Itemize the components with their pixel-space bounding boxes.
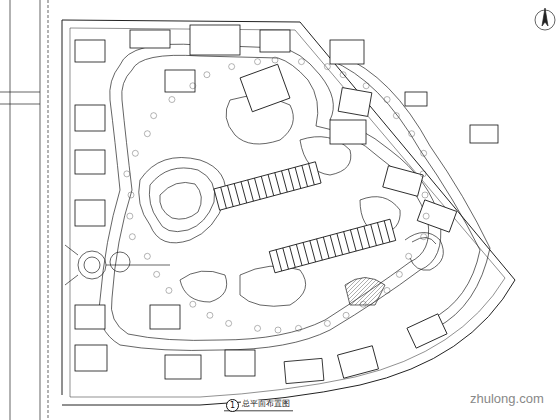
tree — [129, 234, 135, 240]
building — [75, 200, 105, 226]
road-edge — [10, 0, 11, 420]
building — [284, 358, 324, 383]
tree — [324, 64, 330, 70]
contour — [139, 158, 226, 243]
building — [417, 200, 456, 232]
tree — [340, 72, 346, 78]
plaza — [78, 251, 106, 279]
pond — [240, 266, 306, 306]
road-edge — [0, 92, 40, 93]
plaza — [84, 257, 100, 273]
building — [383, 166, 423, 197]
tree — [204, 72, 210, 78]
loop-road — [111, 55, 428, 340]
tree — [421, 150, 427, 156]
tree — [360, 301, 366, 307]
building — [330, 120, 366, 144]
tree — [128, 192, 134, 198]
road-edge — [40, 0, 41, 420]
tree — [154, 271, 160, 277]
contour — [160, 182, 202, 219]
contour — [149, 168, 214, 232]
tree — [384, 287, 390, 293]
building — [225, 350, 255, 376]
hatched-area — [345, 278, 385, 306]
building — [214, 162, 321, 210]
service-road — [330, 60, 480, 320]
tree — [132, 150, 138, 156]
building — [75, 305, 105, 329]
tree — [190, 301, 196, 307]
tree — [406, 253, 412, 259]
tree — [255, 59, 261, 65]
building — [75, 150, 105, 174]
tree — [363, 83, 369, 89]
tree — [169, 97, 175, 103]
tree — [127, 213, 133, 219]
tree — [422, 192, 428, 198]
building — [240, 64, 290, 112]
north-arrow — [542, 8, 548, 26]
building — [75, 345, 107, 371]
building — [260, 30, 290, 52]
building — [338, 346, 379, 378]
drawing-number: 1 — [226, 399, 239, 412]
tree — [229, 64, 235, 70]
tree — [409, 131, 415, 137]
tree — [151, 113, 157, 119]
tree — [190, 83, 196, 89]
tree — [272, 57, 278, 63]
tree — [226, 320, 232, 326]
pond — [180, 271, 227, 302]
tree — [255, 325, 261, 331]
tree — [384, 97, 390, 103]
tree — [124, 171, 130, 177]
tree — [324, 320, 330, 326]
building — [165, 70, 195, 92]
building — [190, 25, 240, 55]
tree — [421, 234, 427, 240]
site-boundary — [62, 20, 515, 405]
road-edge — [48, 0, 49, 420]
building — [330, 40, 364, 64]
site-boundary-inner — [70, 28, 505, 397]
terrace-units — [276, 221, 390, 271]
tree — [144, 131, 150, 137]
tree — [393, 113, 399, 119]
building — [75, 105, 105, 131]
building — [407, 314, 447, 348]
building — [269, 219, 395, 273]
building — [338, 88, 372, 117]
drawing-title: 总平面布置图 — [241, 400, 291, 409]
watermark: zhulong.com — [470, 392, 544, 406]
tree — [423, 213, 429, 219]
plaza — [110, 252, 130, 272]
plaza — [405, 233, 443, 271]
building — [150, 305, 180, 329]
axis — [65, 245, 170, 285]
loop-road — [99, 44, 441, 350]
tree — [420, 171, 426, 177]
building — [75, 40, 105, 62]
building — [130, 30, 170, 48]
tree — [396, 271, 402, 277]
road-edge — [0, 104, 40, 105]
building — [405, 92, 427, 106]
tree — [144, 253, 150, 259]
terrace-units — [221, 164, 315, 209]
tree — [298, 59, 304, 65]
tree — [275, 327, 281, 333]
building — [165, 355, 201, 379]
building — [470, 125, 498, 143]
tree — [166, 287, 172, 293]
tree — [207, 312, 213, 318]
plaza — [412, 237, 436, 244]
tree — [343, 312, 349, 318]
tree — [295, 325, 301, 331]
